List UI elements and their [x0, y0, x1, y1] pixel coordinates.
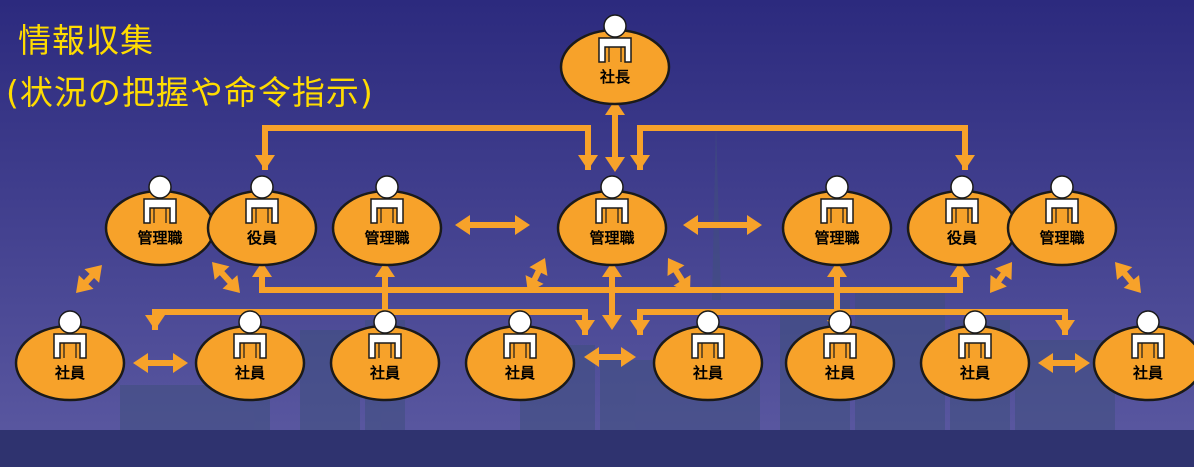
arrow-head — [747, 215, 762, 235]
node-president: 社長 — [559, 14, 671, 106]
arrow-head — [827, 262, 847, 277]
arrow-head — [995, 262, 1012, 281]
node-row1-6: 役員 — [906, 175, 1018, 267]
person-icon — [1131, 310, 1165, 359]
arrow-head — [621, 347, 636, 367]
person-icon — [503, 310, 537, 359]
arrow-head — [1075, 353, 1090, 373]
person-icon — [823, 310, 857, 359]
node-label: 社員 — [692, 364, 723, 382]
arrow-head — [255, 155, 275, 170]
person-icon — [595, 175, 629, 224]
node-label: 管理職 — [137, 229, 182, 247]
node-label: 社員 — [504, 364, 535, 382]
node-label: 社員 — [54, 364, 85, 382]
node-label: 管理職 — [814, 229, 859, 247]
arrow-head — [630, 320, 650, 335]
arrow-head — [529, 258, 548, 276]
person-icon — [691, 310, 725, 359]
node-row2-4: 社員 — [464, 310, 576, 402]
arrow-head — [630, 155, 650, 170]
arrow-head — [1038, 353, 1053, 373]
node-label: 管理職 — [589, 229, 634, 247]
node-label: 役員 — [247, 229, 277, 247]
arrow-head — [76, 275, 94, 293]
water-band — [0, 430, 1194, 467]
node-label: 管理職 — [364, 229, 409, 247]
node-row2-1: 社員 — [14, 310, 126, 402]
arrow-head — [173, 353, 188, 373]
node-row2-7: 社員 — [919, 310, 1031, 402]
node-row2-2: 社員 — [194, 310, 306, 402]
person-icon — [368, 310, 402, 359]
arrow-head — [1115, 262, 1133, 280]
person-icon — [1045, 175, 1079, 224]
arrow-head — [602, 262, 622, 277]
node-row1-7: 管理職 — [1006, 175, 1118, 267]
node-label: 役員 — [947, 229, 977, 247]
arrow-head — [990, 274, 1007, 293]
node-label: 管理職 — [1039, 229, 1084, 247]
person-icon — [143, 175, 177, 224]
node-label: 社長 — [599, 68, 631, 86]
arrow-head — [605, 157, 625, 172]
node-row2-8: 社員 — [1092, 310, 1194, 402]
arrow-head — [950, 262, 970, 277]
arrow-head — [252, 262, 272, 277]
arrow-head — [222, 275, 240, 293]
arrow-head — [1123, 275, 1141, 293]
arrow-head — [515, 215, 530, 235]
person-icon — [958, 310, 992, 359]
arrow-head — [212, 262, 230, 280]
arrow-layer — [76, 100, 1141, 373]
arrow-head — [1055, 320, 1075, 335]
node-row2-5: 社員 — [652, 310, 764, 402]
arrow-head — [133, 353, 148, 373]
person-icon — [370, 175, 404, 224]
arrow-head — [575, 320, 595, 335]
arrow-head — [584, 347, 599, 367]
arrow-line — [637, 125, 968, 170]
arrow-head — [455, 215, 470, 235]
arrow-head — [602, 315, 622, 330]
node-label: 社員 — [369, 364, 400, 382]
person-icon — [245, 175, 279, 224]
arrow-line — [262, 125, 591, 170]
person-icon — [945, 175, 979, 224]
arrow-head — [683, 215, 698, 235]
arrow-head — [145, 315, 165, 330]
arrow-head — [667, 258, 685, 277]
person-icon — [233, 310, 267, 359]
arrow-head — [375, 262, 395, 277]
node-row1-3: 管理職 — [331, 175, 443, 267]
node-label: 社員 — [234, 364, 265, 382]
title-line-1: 情報収集 — [18, 21, 154, 60]
node-label: 社員 — [959, 364, 990, 382]
person-icon — [598, 14, 632, 63]
node-label: 社員 — [824, 364, 855, 382]
node-row1-5: 管理職 — [781, 175, 893, 267]
arrow-head — [84, 265, 102, 283]
arrow-head — [605, 100, 625, 115]
node-row2-6: 社員 — [784, 310, 896, 402]
title-line-2: (状況の把握や命令指示) — [6, 73, 374, 112]
arrow-head — [578, 155, 598, 170]
arrow-head — [955, 155, 975, 170]
person-icon — [53, 310, 87, 359]
person-icon — [820, 175, 854, 224]
node-row2-3: 社員 — [329, 310, 441, 402]
node-row1-2: 役員 — [206, 175, 318, 267]
node-row1-4: 管理職 — [556, 175, 668, 267]
node-label: 社員 — [1132, 364, 1163, 382]
